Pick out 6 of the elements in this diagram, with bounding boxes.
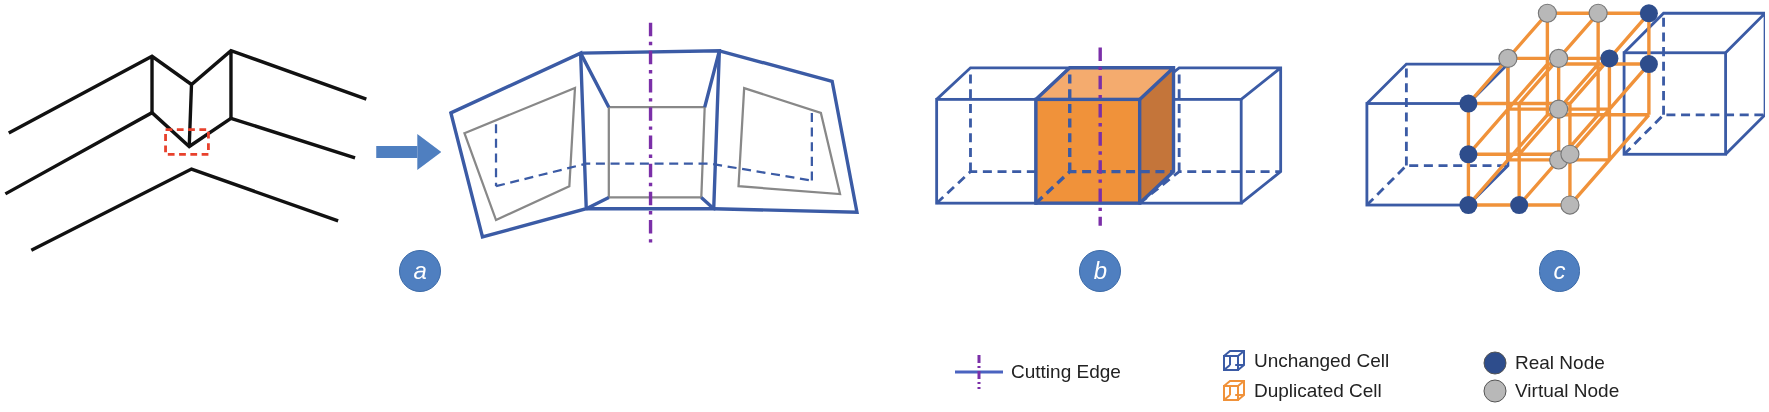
- legend-text: Virtual Node: [1515, 379, 1620, 403]
- arrow: [376, 134, 442, 170]
- legend-text: Unchanged Cell: [1254, 349, 1390, 373]
- legend-text: Real Node: [1515, 351, 1605, 375]
- legend-text: Duplicated Cell: [1254, 379, 1382, 403]
- legend-text: Cutting Edge: [1011, 359, 1121, 384]
